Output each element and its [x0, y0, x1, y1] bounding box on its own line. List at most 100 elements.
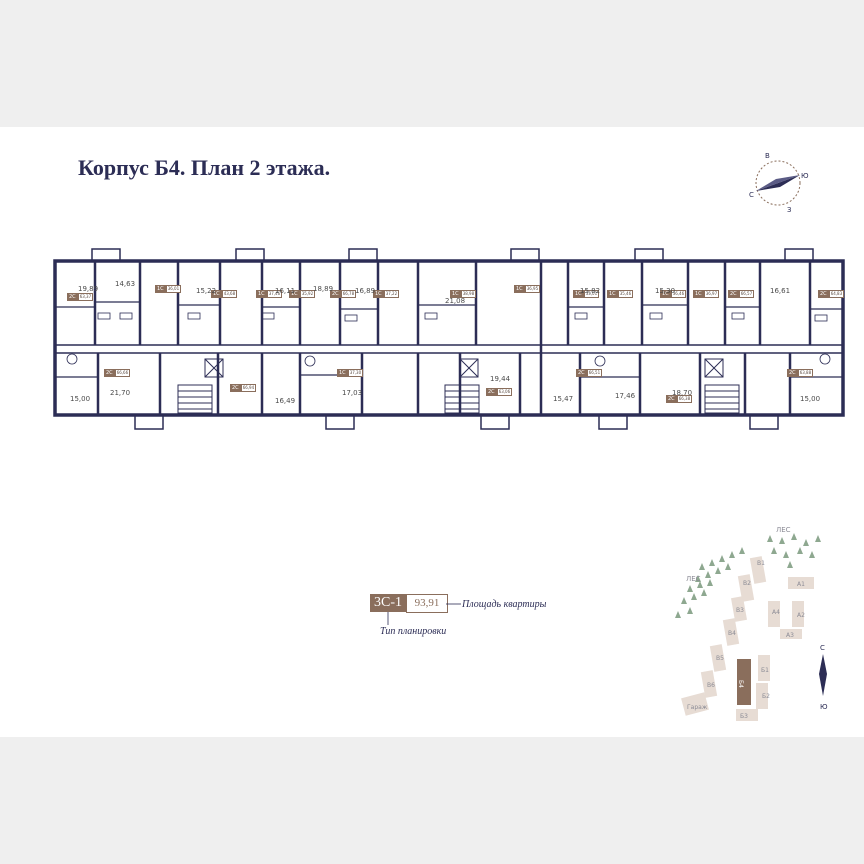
- tree-icon: [709, 559, 715, 566]
- apartment-type: 1С: [373, 290, 384, 298]
- tree-icon: [705, 571, 711, 578]
- room-area: 15,22: [196, 287, 217, 295]
- apartment-area: 63,88: [797, 369, 814, 377]
- inner-walls: [55, 301, 843, 378]
- apartment-type: 1С: [660, 290, 671, 298]
- tree-icon: [803, 539, 809, 546]
- apartment-type: 2С: [330, 290, 341, 298]
- tree-icon: [791, 533, 797, 540]
- apartment-area: 36,97: [703, 290, 720, 298]
- svg-text:Ю: Ю: [820, 703, 828, 711]
- tree-icon: [779, 537, 785, 544]
- stairwells: [177, 358, 740, 414]
- svg-text:С: С: [820, 644, 825, 652]
- apartment-area: 35,92: [299, 290, 316, 298]
- tree-icon: [687, 607, 693, 614]
- apartment-type: 2С: [728, 290, 739, 298]
- tree-icon: [797, 547, 803, 554]
- apartment-area: 36,95: [524, 285, 541, 293]
- apartment-area: 63,06: [496, 388, 513, 396]
- room-area: 21,70: [110, 389, 131, 397]
- site-forest-label: ЛЕС: [776, 526, 791, 534]
- apartment-area: 64,83: [828, 290, 845, 298]
- tree-icon: [699, 563, 705, 570]
- room-area: 18,70: [672, 389, 693, 397]
- svg-text:Б1: Б1: [761, 667, 769, 674]
- apartment-type: 1С: [289, 290, 300, 298]
- balconies-top: [91, 248, 814, 262]
- apartment-area: 37,46: [266, 290, 283, 298]
- apartment-type: 1С: [514, 285, 525, 293]
- apartment-area: 36,01: [165, 285, 182, 293]
- tree-icon: [697, 581, 703, 588]
- tree-icon: [787, 561, 793, 568]
- tree-icon: [707, 579, 713, 586]
- tree-icon: [681, 597, 687, 604]
- tree-icon: [715, 567, 721, 574]
- svg-text:В3: В3: [736, 607, 744, 614]
- room-area: 17,46: [615, 392, 636, 400]
- bathroom-fixtures: [66, 312, 831, 367]
- apartment-area: 38,98: [460, 290, 477, 298]
- compass-north: В: [765, 152, 770, 160]
- svg-text:Б4: Б4: [737, 680, 744, 688]
- apartment-type: 2С: [230, 384, 241, 392]
- svg-text:В6: В6: [707, 682, 715, 689]
- legend-leaders: [387, 603, 461, 625]
- room-area: 21,08: [445, 297, 466, 305]
- svg-text:В4: В4: [728, 630, 736, 637]
- compass-west: С: [749, 191, 754, 199]
- room-area: 16,61: [770, 287, 791, 295]
- apartment-type: 1С: [155, 285, 166, 293]
- svg-text:В2: В2: [743, 580, 751, 587]
- room-area: 19,89: [78, 285, 99, 293]
- svg-text:А2: А2: [797, 612, 805, 619]
- tree-icon: [719, 555, 725, 562]
- plan-sheet: Корпус Б4. План 2 этажа. В Ю З С: [0, 127, 864, 737]
- apartment-type: 2С: [818, 290, 829, 298]
- apartment-type: 2С: [67, 293, 78, 301]
- tree-icon: [695, 575, 701, 582]
- apartment-type: 2С: [486, 388, 497, 396]
- tree-icon: [767, 535, 773, 542]
- apartment-type: 1С: [450, 290, 461, 298]
- room-area: 15,00: [70, 395, 91, 403]
- legend-type-code: 3С-1: [370, 594, 406, 612]
- apartment-type: 2С: [104, 369, 115, 377]
- page-title: Корпус Б4. План 2 этажа.: [78, 155, 331, 180]
- tree-icon: [771, 547, 777, 554]
- apartment-type: 2С: [666, 395, 677, 403]
- tree-icon: [687, 585, 693, 592]
- tree-icon: [739, 547, 745, 554]
- svg-text:А1: А1: [797, 581, 805, 588]
- apartment-area: 37,22: [383, 290, 400, 298]
- room-area: 16,89: [355, 287, 376, 295]
- apartment-type: 1С: [256, 290, 267, 298]
- apartment-type: 1С: [211, 290, 222, 298]
